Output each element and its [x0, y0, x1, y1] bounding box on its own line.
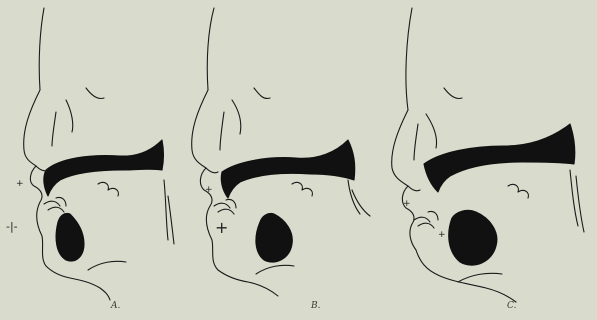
panel-c-label: C.	[507, 301, 516, 311]
panel-c-mark-lower: +	[438, 231, 446, 240]
panel-b-nostril-line	[220, 112, 224, 150]
panel-b-palate-fill	[221, 140, 355, 198]
panel-b-spine-line	[352, 190, 370, 216]
panel-a-spine-line	[168, 196, 174, 244]
panel-a-mark-upper: +	[16, 180, 24, 189]
panel-c-tongue-fill	[449, 210, 497, 265]
panel-a-ear-curve	[86, 88, 104, 99]
panel-a-eye-line	[66, 100, 73, 132]
panel-a-mark-lower: -|-	[6, 221, 18, 232]
panel-a-uvula	[98, 182, 118, 196]
panel-a-palate-fill	[44, 140, 164, 196]
panel-b-tongue-fill	[256, 213, 292, 262]
panel-c-drawing	[392, 8, 584, 302]
panel-a-lip-line	[36, 166, 48, 171]
panel-a-tongue-fill	[56, 213, 84, 261]
panel-b-mark-upper: +	[205, 186, 213, 195]
panel-b-uvula	[292, 182, 312, 196]
panel-a-label: A.	[111, 301, 120, 311]
panel-a-throat-line	[88, 261, 126, 270]
panel-b-mark-lower: +	[215, 220, 228, 236]
panel-a-nostril-line	[52, 112, 56, 146]
panel-c-uvula	[508, 184, 528, 198]
panel-b-eye-line	[232, 100, 241, 134]
panel-b-teeth	[214, 199, 236, 214]
panel-c-eye-line	[426, 114, 437, 148]
panel-b-spine-line-2	[348, 180, 360, 214]
panel-a-spine-line-2	[164, 180, 168, 240]
panel-a-drawing	[24, 8, 174, 300]
panel-a-teeth	[44, 197, 66, 212]
panel-c-spine-line-2	[570, 170, 578, 226]
panel-b-drawing	[192, 8, 370, 296]
panel-c-nostril-line	[414, 124, 418, 160]
panel-b-throat-line	[256, 265, 294, 274]
panel-b-lip-line	[206, 168, 218, 173]
panel-c-mark-upper: +	[403, 200, 411, 209]
panel-b-ear-curve	[254, 88, 270, 99]
panel-c-lip-line	[408, 186, 420, 191]
panel-c-throat-line	[458, 273, 502, 282]
panel-c-teeth	[414, 211, 438, 228]
panel-c-ear-curve	[444, 88, 462, 99]
panel-b-label: B.	[311, 301, 320, 311]
panel-c-palate-fill	[424, 124, 575, 192]
